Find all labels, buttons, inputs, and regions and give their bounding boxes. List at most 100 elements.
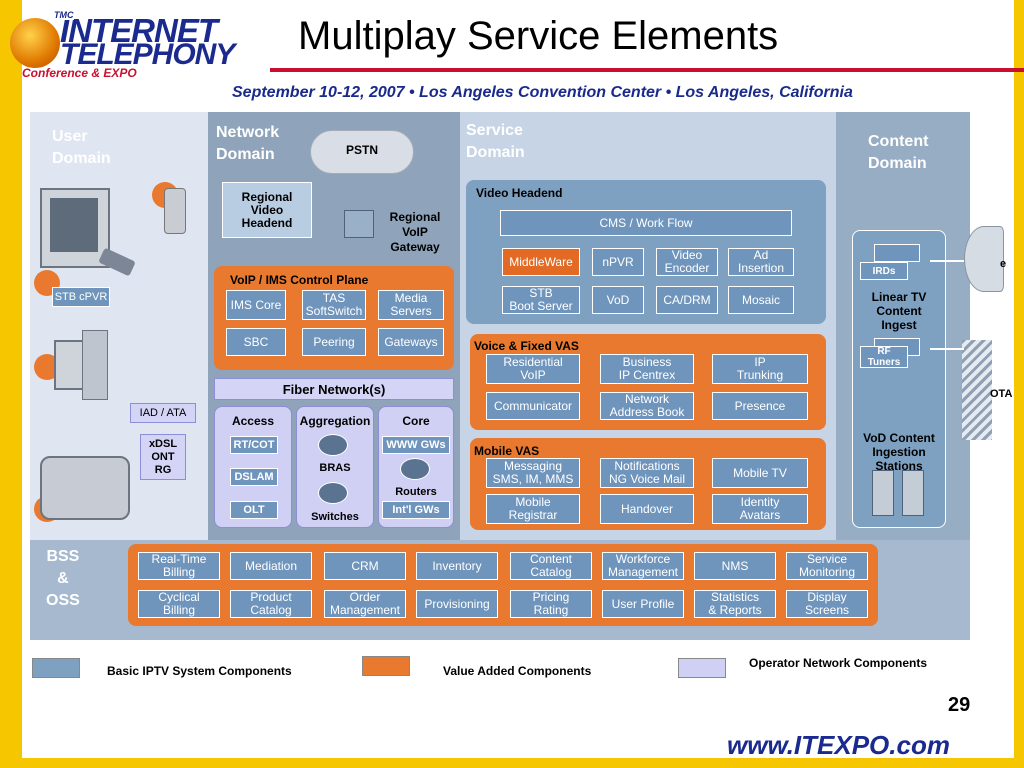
ims-core-box: IMS Core bbox=[226, 290, 286, 320]
irds-box: IRDs bbox=[860, 262, 908, 280]
footer-url[interactable]: www.ITEXPO.com bbox=[727, 730, 950, 760]
tas-softswitch-box: TAS SoftSwitch bbox=[302, 290, 366, 320]
product-catalog-box: Product Catalog bbox=[230, 590, 312, 618]
page-number: 29 bbox=[948, 694, 971, 716]
satellite-partial-label: e bbox=[1000, 258, 1007, 270]
ca-drm-box: CA/DRM bbox=[656, 286, 718, 314]
connector-line bbox=[930, 348, 964, 350]
bras-router-icon bbox=[318, 434, 348, 456]
olt-box: OLT bbox=[230, 501, 278, 519]
xdsl-ont-rg-box: xDSL ONT RG bbox=[140, 434, 186, 480]
mosaic-box: Mosaic bbox=[728, 286, 794, 314]
logo-telephony: TELEPHONY bbox=[60, 38, 235, 71]
broadcast-tower-icon bbox=[962, 340, 992, 440]
server-icon bbox=[872, 470, 894, 516]
order-management-box: Order Management bbox=[324, 590, 406, 618]
switch-router-icon bbox=[318, 482, 348, 504]
cyclical-billing-box: Cyclical Billing bbox=[138, 590, 220, 618]
slide-title: Multiplay Service Elements bbox=[298, 14, 779, 58]
linear-tv-ingest-label: Linear TV Content Ingest bbox=[871, 290, 927, 332]
satellite-dish-icon bbox=[964, 226, 1004, 292]
tv-screen bbox=[50, 198, 98, 252]
voice-vas-title: Voice & Fixed VAS bbox=[474, 339, 579, 353]
left-frame-bar bbox=[0, 0, 22, 768]
right-frame-bar bbox=[1014, 0, 1024, 768]
network-domain-label: Network Domain bbox=[216, 124, 280, 163]
logo-tmc-badge: TMC bbox=[54, 10, 74, 20]
sbc-box: SBC bbox=[226, 328, 286, 356]
vod-ingestion-label: VoD Content Ingestion Stations bbox=[863, 431, 935, 473]
header-divider bbox=[270, 68, 1024, 72]
desk-phone-icon bbox=[40, 456, 130, 520]
aggregation-title: Aggregation bbox=[299, 414, 371, 428]
legend-swatch-value-added bbox=[362, 656, 410, 676]
legend-value-added-label: Value Added Components bbox=[443, 664, 592, 678]
mobile-tv-box: Mobile TV bbox=[712, 458, 808, 488]
communicator-box: Communicator bbox=[486, 392, 580, 420]
npvr-box: nPVR bbox=[592, 248, 644, 276]
video-encoder-box: Video Encoder bbox=[656, 248, 718, 276]
pstn-cloud-icon bbox=[310, 130, 414, 174]
legend-basic-label: Basic IPTV System Components bbox=[107, 664, 292, 678]
presence-box: Presence bbox=[712, 392, 808, 420]
ota-label: OTA bbox=[990, 388, 1013, 400]
logo-internet: INTERNET bbox=[60, 12, 218, 49]
network-address-book-box: Network Address Book bbox=[600, 392, 694, 420]
bottom-frame-bar bbox=[0, 758, 1024, 768]
nms-box: NMS bbox=[694, 552, 776, 580]
crm-box: CRM bbox=[324, 552, 406, 580]
legend-operator-label: Operator Network Components bbox=[749, 656, 928, 670]
realtime-billing-box: Real-Time Billing bbox=[138, 552, 220, 580]
middleware-box: MiddleWare bbox=[502, 248, 580, 276]
content-domain-label: Content Domain bbox=[868, 133, 929, 172]
connector-line bbox=[930, 260, 964, 262]
business-ip-centrex-box: Business IP Centrex bbox=[600, 354, 694, 384]
residential-voip-box: Residential VoIP bbox=[486, 354, 580, 384]
regional-voip-gateway-label: Regional VoIP Gateway bbox=[389, 210, 441, 254]
user-domain-label: User Domain bbox=[52, 128, 111, 167]
peering-box: Peering bbox=[302, 328, 366, 356]
routers-label: Routers bbox=[395, 486, 437, 498]
slide-subtitle: September 10-12, 2007 • Los Angeles Conv… bbox=[232, 84, 853, 101]
service-monitoring-box: Service Monitoring bbox=[786, 552, 868, 580]
content-catalog-box: Content Catalog bbox=[510, 552, 592, 580]
stb-cpvr-box: STB cPVR bbox=[52, 287, 110, 307]
legend-swatch-operator bbox=[678, 658, 726, 678]
vod-box: VoD bbox=[592, 286, 644, 314]
voip-gateway-icon bbox=[344, 210, 374, 238]
irds-stack-back bbox=[874, 244, 920, 262]
stb-boot-server-box: STB Boot Server bbox=[502, 286, 580, 314]
display-screens-box: Display Screens bbox=[786, 590, 868, 618]
rt-cot-box: RT/COT bbox=[230, 436, 278, 454]
ip-trunking-box: IP Trunking bbox=[712, 354, 808, 384]
access-title: Access bbox=[231, 414, 275, 428]
video-headend-title: Video Headend bbox=[476, 186, 563, 200]
regional-video-headend: Regional Video Headend bbox=[222, 182, 312, 238]
core-title: Core bbox=[402, 414, 430, 428]
core-router-icon bbox=[400, 458, 430, 480]
iad-ata-box: IAD / ATA bbox=[130, 403, 196, 423]
dslam-box: DSLAM bbox=[230, 468, 278, 486]
provisioning-box: Provisioning bbox=[416, 590, 498, 618]
service-domain-label: Service Domain bbox=[466, 122, 525, 161]
www-gws-box: WWW GWs bbox=[382, 436, 450, 454]
pstn-label: PSTN bbox=[346, 143, 379, 157]
server-icon bbox=[902, 470, 924, 516]
ad-insertion-box: Ad Insertion bbox=[728, 248, 794, 276]
mobile-phone-icon bbox=[164, 188, 186, 234]
bras-label: BRAS bbox=[319, 462, 351, 474]
workforce-management-box: Workforce Management bbox=[602, 552, 684, 580]
cms-workflow-box: CMS / Work Flow bbox=[500, 210, 792, 236]
handover-box: Handover bbox=[600, 494, 694, 524]
pricing-rating-box: Pricing Rating bbox=[510, 590, 592, 618]
user-profile-box: User Profile bbox=[602, 590, 684, 618]
mediation-box: Mediation bbox=[230, 552, 312, 580]
bss-oss-label: BSS & OSS bbox=[46, 548, 80, 609]
voip-ims-title: VoIP / IMS Control Plane bbox=[230, 273, 369, 287]
mobile-vas-title: Mobile VAS bbox=[474, 444, 540, 458]
legend-swatch-basic bbox=[32, 658, 80, 678]
notifications-box: Notifications NG Voice Mail bbox=[600, 458, 694, 488]
fiber-networks-box: Fiber Network(s) bbox=[214, 378, 454, 400]
globe-logo-icon bbox=[10, 18, 60, 68]
logo-conference: Conference & EXPO bbox=[22, 66, 137, 80]
